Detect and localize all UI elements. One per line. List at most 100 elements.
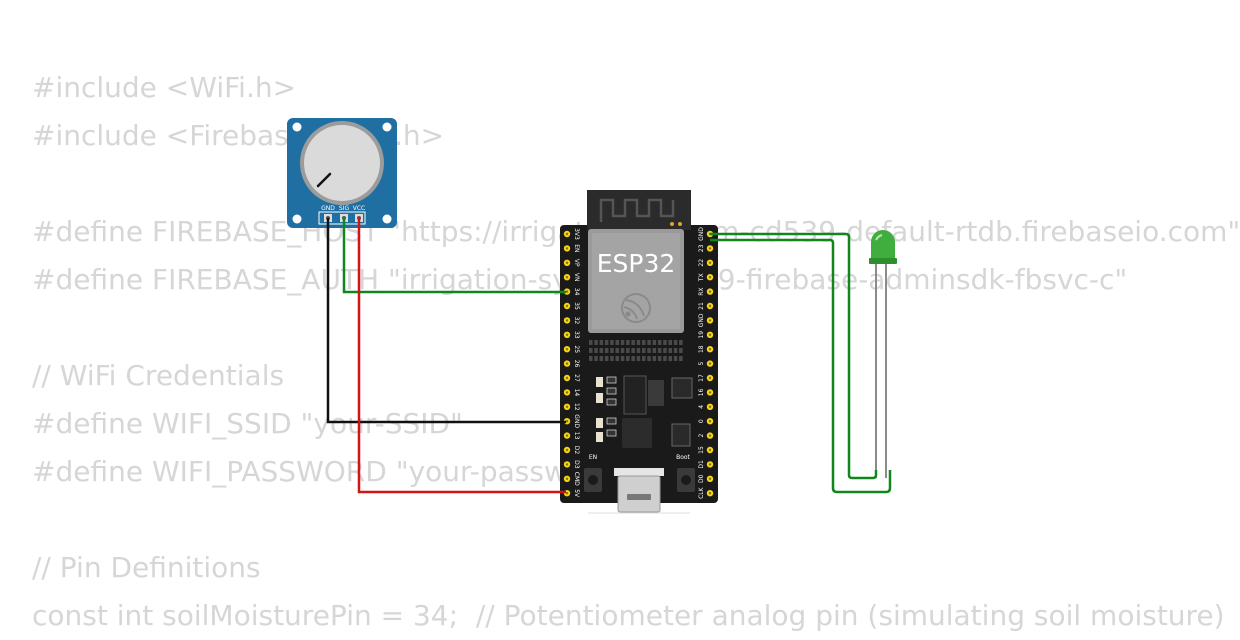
led-base — [869, 258, 897, 264]
code-line: #define FIREBASE_HOST "https://irrigatio… — [32, 215, 1240, 248]
right-header-pin-label: 22 — [698, 259, 705, 267]
led-highlight — [875, 234, 883, 241]
right-header-pin-hole — [708, 276, 712, 279]
wire-gnd-to-led-cathode[interactable] — [710, 232, 878, 480]
right-header-pin-label: D0 — [698, 474, 705, 483]
left-header-pin-label: 32 — [573, 317, 580, 325]
esp32-pad — [673, 340, 678, 345]
smd-resistor — [596, 393, 603, 403]
voltage-regulator — [623, 375, 647, 415]
left-header-pin-hole — [565, 463, 569, 466]
right-header-pin-hole — [708, 420, 712, 423]
left-header-pin-label: 35 — [573, 302, 580, 310]
wire-pot-sig-to-gpio34[interactable] — [342, 218, 566, 294]
esp32-pad — [620, 348, 625, 353]
esp32-pad — [615, 348, 619, 353]
wire-gpio23-to-led-anode[interactable] — [710, 238, 892, 494]
esp32-pad — [652, 348, 657, 353]
esp32-pad — [615, 340, 619, 345]
esp32-pad — [620, 340, 625, 345]
right-header-pin-label: 4 — [698, 405, 705, 409]
esp32-pad — [663, 348, 667, 353]
esp32-pad — [642, 348, 646, 353]
code-line: #define WIFI_SSID "your-SSID" — [32, 407, 463, 440]
code-line: #include <WiFi.h> — [32, 71, 297, 104]
left-header-pin-hole — [565, 420, 569, 423]
left-pin-header: 3V3ENVPVN343532332526271412GND13D2D3CMD5… — [563, 228, 580, 498]
esp32-pad — [652, 340, 657, 345]
right-header-pin-hole — [708, 376, 712, 380]
usb-port-top — [614, 468, 664, 476]
left-header-pin-hole — [565, 276, 569, 279]
code-line: const int soilMoisturePin = 34; // Poten… — [32, 599, 1225, 632]
right-header-pin-hole — [708, 304, 712, 308]
micro-usb-slot — [627, 494, 651, 500]
right-header-pin-hole — [708, 448, 712, 452]
wire-pot-gnd-to-gnd[interactable] — [326, 218, 566, 424]
esp32-pad — [673, 348, 678, 353]
potentiometer-pin-label: VCC — [353, 205, 365, 212]
right-header-pin-hole — [708, 463, 712, 466]
right-header-pin-label: 17 — [698, 374, 705, 382]
esp32-pad — [647, 348, 651, 353]
wires — [326, 218, 892, 494]
antenna-pad — [678, 222, 682, 226]
esp32-pad — [610, 356, 614, 361]
right-header-pin-hole — [708, 492, 712, 495]
left-header-pin-label: D2 — [573, 446, 580, 455]
left-header-pin-label: 33 — [573, 331, 580, 339]
right-header-pin-hole — [708, 405, 712, 408]
smd-resistor — [596, 418, 603, 428]
esp32-pad — [631, 348, 635, 353]
esp32-pad — [620, 356, 625, 361]
esp32-pad — [679, 340, 683, 345]
esp32-pad — [647, 340, 651, 345]
smd-diode — [671, 423, 691, 447]
left-header-pin-hole — [565, 362, 569, 365]
esp32-pad — [604, 340, 609, 345]
esp32-pad — [599, 348, 604, 353]
left-header-pin-label: 26 — [573, 360, 580, 368]
smd-cap — [606, 387, 617, 395]
wire-pot-vcc-to-5v[interactable] — [357, 218, 566, 494]
left-header-pin-hole — [565, 247, 569, 250]
mount-hole — [292, 214, 302, 224]
antenna-trace — [599, 198, 675, 222]
right-header-pin-label: RX — [698, 287, 705, 295]
esp32-pad — [599, 356, 604, 361]
esp32-board[interactable]: ESP32 EN Boot — [560, 190, 718, 514]
left-header-pin-label: 5V — [573, 489, 580, 498]
right-header-pin-label: 21 — [698, 302, 705, 310]
left-header-pin-hole — [565, 333, 569, 336]
esp32-pad — [668, 348, 672, 353]
right-header-pin-label: CLK — [698, 486, 705, 499]
potentiometer-knob-indicator — [316, 172, 332, 188]
left-header-pin-label: GND — [573, 414, 580, 428]
smd-cap — [606, 417, 617, 425]
green-led[interactable] — [869, 230, 897, 478]
left-header-pin-label: 12 — [573, 403, 580, 411]
right-header-pin-label: TX — [698, 273, 705, 282]
esp32-pad — [636, 356, 641, 361]
right-header-pin-label: 23 — [698, 244, 705, 252]
potentiometer-pin-label: SIG — [339, 205, 350, 212]
mount-hole — [382, 214, 392, 224]
esp32-pad — [673, 356, 678, 361]
esp32-pad — [647, 356, 651, 361]
esp32-pad — [668, 340, 672, 345]
smd-cap — [606, 429, 617, 437]
boot-button-cap — [681, 475, 691, 485]
right-header-pin-hole — [708, 391, 712, 394]
esp32-pad — [594, 356, 598, 361]
esp32-pad — [604, 348, 609, 353]
left-header-pin-label: 34 — [573, 288, 580, 296]
left-header-pin-hole — [565, 448, 569, 452]
en-label: EN — [589, 454, 597, 461]
mount-hole — [292, 122, 302, 132]
esp32-label: ESP32 — [597, 249, 676, 278]
left-header-pin-hole — [565, 405, 569, 408]
potentiometer-knob[interactable] — [304, 125, 380, 201]
code-line: // WiFi Credentials — [32, 359, 285, 392]
circuit-diagram: ESP32 EN Boot — [287, 118, 897, 514]
